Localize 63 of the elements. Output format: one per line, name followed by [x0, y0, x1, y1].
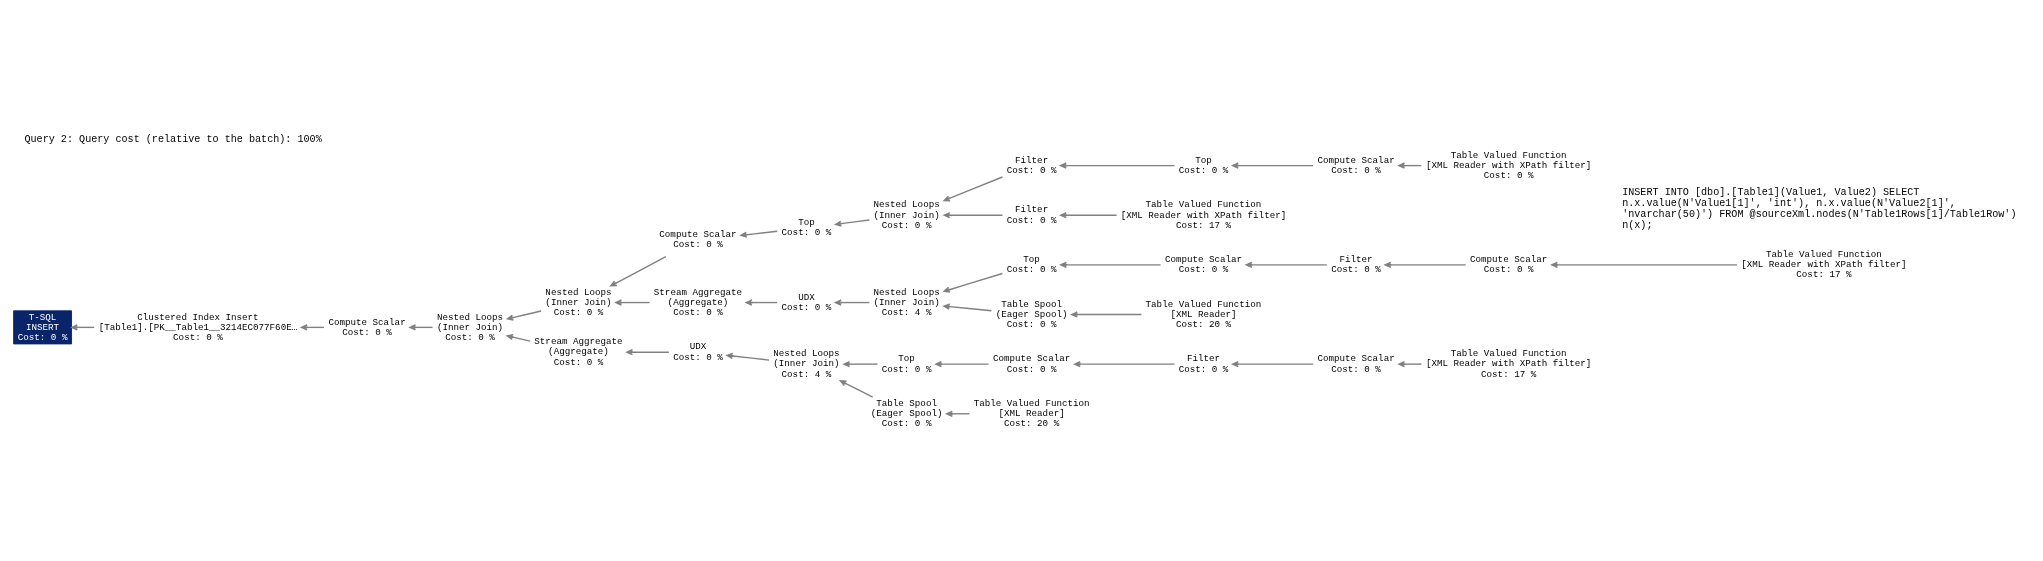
arrow: [943, 272, 1004, 293]
arrow: [1384, 261, 1467, 269]
node-text: Compute Scalar Cost: 0 %: [1470, 254, 1548, 276]
node-text: Nested Loops (Inner Join) Cost: 4 %: [873, 286, 940, 318]
arrow: [943, 303, 993, 312]
arrow: [1074, 360, 1176, 368]
arrow: [506, 310, 542, 321]
node-text: Compute Scalar Cost: 0 %: [1317, 353, 1395, 375]
arrow: [943, 212, 1004, 219]
node-text: Table Valued Function [XML Reader] Cost: 20 %: [973, 397, 1090, 430]
arrow: [1231, 162, 1314, 169]
arrow: [1059, 212, 1118, 219]
node-text: Compute Scalar Cost: 0 %: [328, 316, 406, 338]
node-text: Nested Loops (Inner Join) Cost: 0 %: [436, 311, 504, 343]
node-text: Top Cost: 0 %: [881, 353, 932, 375]
arrow: [740, 230, 778, 238]
node-text: Stream Aggregate (Aggregate) Cost: 0 %: [534, 336, 623, 368]
arrow: [1398, 360, 1423, 368]
arrow: [839, 380, 874, 398]
node-text: Filter Cost: 0 %: [1331, 254, 1381, 276]
node-box: T-SQL INSERT Cost: 0 %: [13, 310, 72, 345]
node-text: Table Spool (Eager Spool) Cost: 0 %: [995, 298, 1068, 330]
node-text: Top Cost: 0 %: [1178, 154, 1229, 176]
arrow: [615, 299, 651, 306]
node-text: Nested Loops (Inner Join) Cost: 0 %: [873, 199, 940, 231]
node-text: Nested Loops (Inner Join) Cost: 0 %: [545, 286, 612, 318]
arrow: [1060, 261, 1162, 269]
arrow: [935, 360, 990, 368]
diagram-title: Query 2: Query cost (relative to the batch): 100%: [24, 134, 322, 146]
arrow: [843, 360, 879, 368]
arrow: [506, 334, 531, 342]
node-text: Table Spool (Eager Spool) Cost: 0 %: [870, 397, 943, 430]
node-text: Top Cost: 0 %: [781, 217, 832, 239]
arrow: [626, 349, 670, 356]
node-text: UDX Cost: 0 %: [781, 291, 832, 313]
node-text: Clustered Index Insert [Table1].[PK__Table1__3214EC077F60E… Cost: 0 %: [98, 311, 298, 343]
node-text: Compute Scalar Cost: 0 %: [993, 353, 1071, 375]
arrow: [834, 299, 871, 306]
node-text: Filter Cost: 0 %: [1006, 204, 1057, 226]
node-text: Compute Scalar Cost: 0 %: [1317, 154, 1395, 176]
node-text: Table Valued Function [XML Reader with XPath filter] Cost: 0 %: [1425, 149, 1592, 182]
arrow: [1071, 311, 1143, 318]
arrow: [726, 352, 770, 361]
node-text: Filter Cost: 0 %: [1006, 154, 1057, 176]
arrow: [1231, 360, 1314, 368]
node-text: Table Valued Function [XML Reader with XPath filter] Cost: 17 %: [1120, 199, 1287, 231]
node-text: Compute Scalar Cost: 0 %: [1164, 254, 1243, 276]
node-text: Table Valued Function [XML Reader] Cost: 20 %: [1145, 298, 1262, 330]
node-text: Nested Loops (Inner Join) Cost: 4 %: [773, 348, 840, 380]
arrow: [610, 255, 667, 287]
node-text: Stream Aggregate (Aggregate) Cost: 0 %: [653, 286, 743, 318]
node-text: Compute Scalar Cost: 0 %: [659, 229, 737, 251]
label: INSERT INTO [dbo].[Table1](Value1, Value2) SELECT n.x.value(N'Value1[1]', 'int'), n.x.value(N'Value2[1]', 'nvarchar(50)') FROM @sourceXml.nodes(N'Table1Rows[1]/Table1Row') n(x);: [1622, 186, 2017, 231]
arrow: [745, 299, 778, 306]
node-text: Filter Cost: 0 %: [1178, 353, 1229, 375]
node-text: Table Valued Function [XML Reader with XPath filter] Cost: 17 %: [1741, 249, 1907, 281]
node-text: Top Cost: 0 %: [1006, 254, 1057, 276]
node-text: Table Valued Function [XML Reader with XPath filter] Cost: 17 %: [1425, 348, 1592, 380]
arrow: [1059, 162, 1176, 169]
arrow: [834, 219, 871, 227]
arrow: [1245, 261, 1328, 269]
arrow: [1551, 261, 1738, 269]
node-text: UDX Cost: 0 %: [673, 341, 723, 363]
